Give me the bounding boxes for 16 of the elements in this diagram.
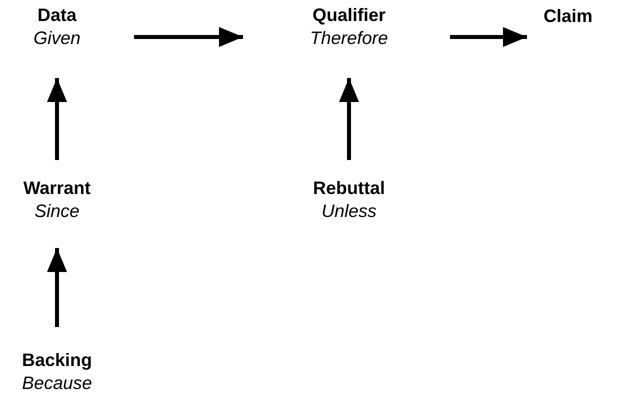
node-keyword: Therefore [310,27,388,50]
arrow [47,248,67,327]
arrow [47,78,67,160]
node-keyword: Given [33,27,81,50]
node-heading: Warrant [23,177,91,200]
node-keyword: Since [34,200,80,223]
node-heading: Qualifier [312,4,386,27]
node-heading: Claim [543,5,593,28]
node-keyword: Unless [321,200,377,223]
arrow [134,27,243,47]
node-heading: Backing [22,349,92,372]
arrow [339,78,359,160]
node-heading: Rebuttal [313,177,385,200]
arrow [450,27,527,47]
node-heading: Data [37,4,76,27]
node-keyword: Because [22,372,92,395]
